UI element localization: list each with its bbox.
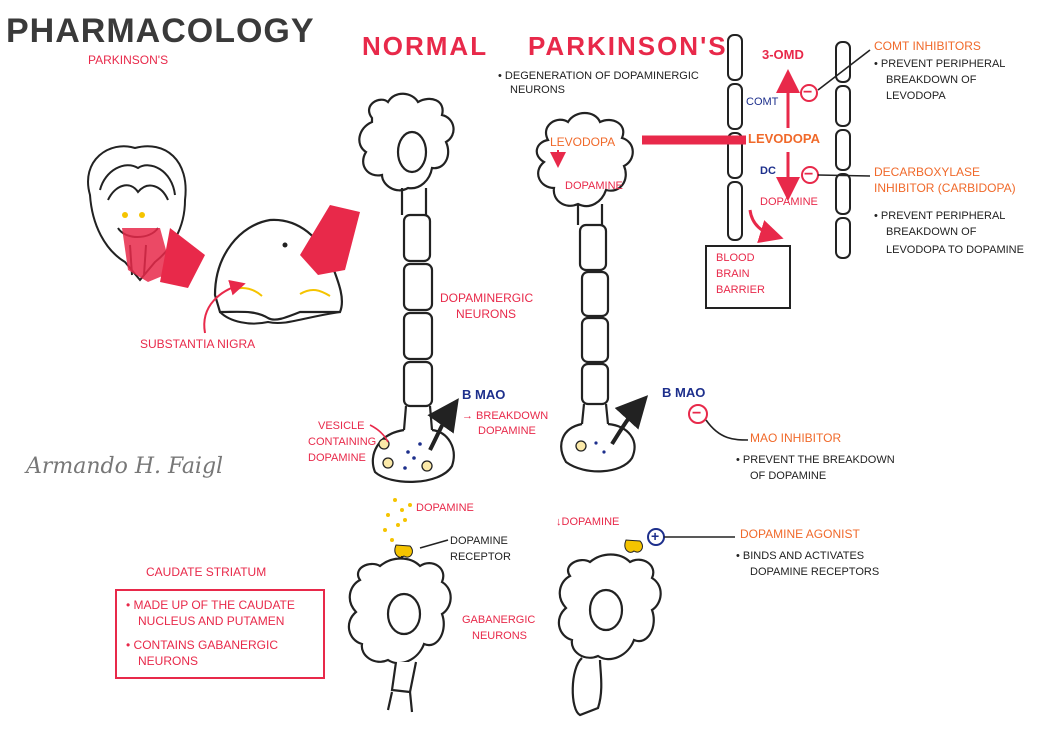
breakdown-label-1: → BREAKDOWN — [462, 410, 549, 422]
comt-desc-3: LEVODOPA — [886, 90, 946, 102]
parkinsons-receptor-icon — [624, 539, 643, 553]
dc-label: DC — [760, 165, 776, 177]
dopamine-out-arrow — [748, 209, 784, 244]
bbb-dopamine-label: DOPAMINE — [760, 196, 818, 208]
page-title: PHARMACOLOGY — [6, 12, 315, 50]
comt-inhibitors-title: COMT INHIBITORS — [874, 39, 981, 53]
mao-desc-2: OF DOPAMINE — [750, 470, 827, 482]
comt-label: COMT — [746, 96, 779, 108]
bbb-line-2: BRAIN — [716, 268, 750, 280]
substantia-nigra-arrow — [203, 279, 246, 334]
dc-minus-sign: − — [804, 166, 814, 183]
dc-desc-2: BREAKDOWN OF — [886, 226, 977, 238]
three-omd-label: 3-OMD — [762, 47, 804, 62]
dc-desc-1: • PREVENT PERIPHERAL — [874, 210, 1006, 222]
dopaminergic-label-2: NEURONS — [456, 307, 517, 321]
mao-minus-sign: − — [692, 405, 702, 422]
vesicle-label-1: VESICLE — [318, 420, 365, 432]
comt-desc-2: BREAKDOWN OF — [886, 74, 977, 86]
normal-vesicles — [378, 438, 433, 472]
neuron-levodopa-label: LEVODOPA — [550, 135, 616, 149]
blood-vessel-wall-left — [727, 34, 743, 241]
normal-breakdown-arrow — [427, 398, 459, 451]
comt-minus-sign: − — [803, 84, 813, 101]
parkinsons-b-mao-label: B MAO — [662, 385, 706, 400]
agonist-title: DOPAMINE AGONIST — [740, 527, 860, 541]
bbb-levodopa-label: LEVODOPA — [748, 131, 820, 146]
receptor-pointer — [419, 539, 449, 549]
gabanergic-label-1: GABANERGIC — [462, 614, 536, 626]
released-dopamine-dots — [383, 498, 412, 542]
bbb-box — [705, 245, 791, 309]
caudate-item-1: • MADE UP OF THE CAUDATE — [126, 598, 295, 612]
released-dopamine-label: DOPAMINE — [416, 502, 474, 514]
comt-connector — [817, 49, 871, 91]
receptor-label-1: DOPAMINE — [450, 535, 508, 547]
agonist-desc-1: • BINDS AND ACTIVATES — [736, 550, 865, 562]
bbb-line-1: BLOOD — [716, 252, 755, 264]
caudate-title: CAUDATE STRIATUM — [146, 565, 267, 579]
mao-desc-1: • PREVENT THE BREAKDOWN — [736, 454, 895, 466]
page-subtitle: PARKINSON'S — [88, 53, 169, 67]
degeneration-line-1: • DEGENERATION OF DOPAMINERGIC — [498, 70, 699, 82]
normal-gabanergic-neuron — [347, 557, 452, 713]
author-signature: Armando H. Faigl — [26, 454, 224, 479]
normal-dopaminergic-neuron — [358, 92, 455, 483]
brainstem-highlight — [122, 212, 205, 288]
vesicle-label-2: CONTAINING — [308, 436, 377, 448]
mao-inhibitor-title: MAO INHIBITOR — [750, 431, 842, 445]
gabanergic-label-2: NEURONS — [472, 630, 528, 642]
caudate-item-4: NEURONS — [138, 654, 199, 668]
caudate-box — [115, 589, 325, 679]
vesicle-pointer — [369, 424, 389, 443]
dopaminergic-label-1: DOPAMINERGIC — [440, 291, 534, 305]
breakdown-label-2: DOPAMINE — [478, 425, 536, 437]
receptor-label-2: RECEPTOR — [450, 551, 511, 563]
dc-inhibitor-title-1: DECARBOXYLASE — [874, 165, 981, 179]
blood-vessel-wall-right — [835, 41, 851, 259]
dc-inhibitor-title-2: INHIBITOR (CARBIDOPA) — [874, 181, 1016, 195]
degeneration-line-2: NEURONS — [510, 84, 566, 96]
parkinsons-vesicles — [575, 440, 606, 454]
decreased-dopamine-label: ↓DOPAMINE — [556, 516, 620, 528]
normal-b-mao-label: B MAO — [462, 387, 506, 402]
mao-connector — [705, 419, 749, 441]
vesicle-label-3: DOPAMINE — [308, 452, 366, 464]
parkinsons-heading: PARKINSON'S — [528, 31, 728, 61]
substantia-nigra-label: SUBSTANTIA NIGRA — [140, 337, 256, 351]
comt-minus-icon — [800, 84, 818, 102]
dc-desc-3: LEVODOPA TO DOPAMINE — [886, 244, 1024, 256]
caudate-item-3: • CONTAINS GABANERGIC — [126, 638, 278, 652]
agonist-plus-sign: + — [651, 528, 660, 544]
midbrain-slice-icon — [213, 205, 360, 325]
bbb-line-3: BARRIER — [716, 284, 765, 296]
normal-heading: NORMAL — [362, 31, 489, 61]
caudate-item-2: NUCLEUS AND PUTAMEN — [138, 614, 285, 628]
neuron-dopamine-label: DOPAMINE — [565, 180, 623, 192]
parkinsons-gabanergic-neuron — [557, 553, 662, 717]
parkinsons-breakdown-arrow — [610, 395, 649, 446]
comt-desc-1: • PREVENT PERIPHERAL — [874, 58, 1006, 70]
parkinsons-dopaminergic-neuron — [535, 111, 636, 473]
dc-connector — [817, 174, 871, 177]
mao-minus-icon — [688, 404, 708, 424]
agonist-desc-2: DOPAMINE RECEPTORS — [750, 566, 880, 578]
